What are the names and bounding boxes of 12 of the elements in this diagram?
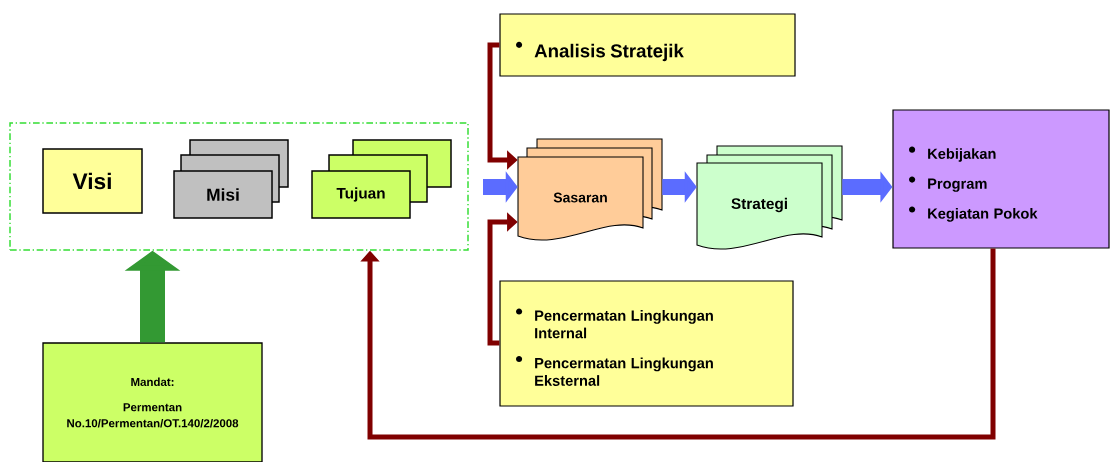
dashed-frame	[9, 122, 469, 251]
arrow	[487, 212, 518, 346]
stacked-documents: Sasaran	[517, 138, 663, 241]
stacked-boxes: Misi	[173, 139, 289, 219]
arrow	[360, 248, 996, 440]
text-box: Visi	[42, 148, 143, 214]
bullet-list-box: Kebijakan Program Kegiatan Pokok	[892, 109, 1110, 249]
stacked-documents: Strategi	[696, 145, 843, 250]
bullet-list-box: Pencermatan Lingkungan Internal Pencermatan Lingkungan Eksternal	[499, 280, 794, 407]
stacked-boxes: Tujuan	[311, 139, 452, 219]
text-box: Mandat: Permentan No.10/Permentan/OT.140/2/2008	[42, 342, 263, 462]
bullet-list-box: Analisis Stratejik	[499, 13, 796, 77]
